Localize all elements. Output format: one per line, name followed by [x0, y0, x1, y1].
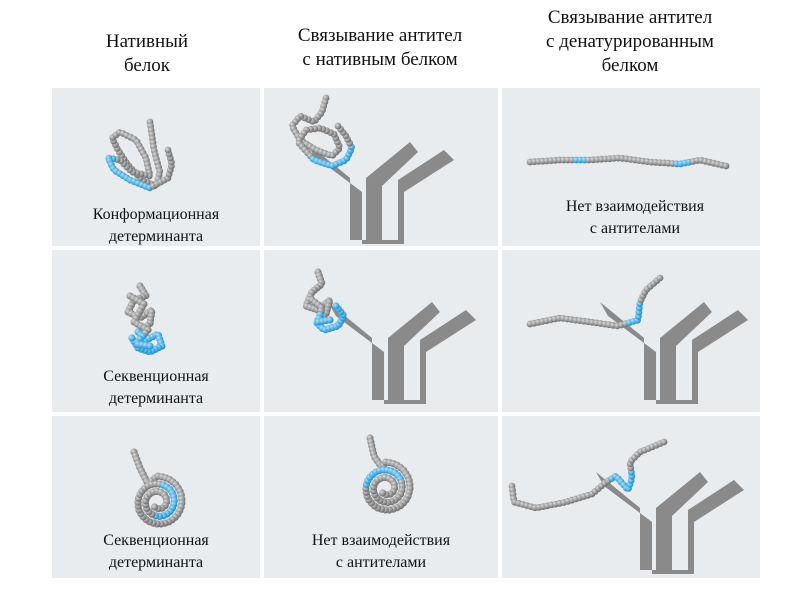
row1-denatured-label: Нет взаимодействия с антителами — [510, 196, 760, 240]
antibody-icon — [600, 302, 748, 404]
row3-binding-native-label: Нет взаимодействия с антителами — [264, 530, 498, 574]
row2-native-label-line1: Секвенционная — [103, 368, 209, 385]
cell-r2-native — [52, 250, 260, 412]
protein-chain-icon — [526, 274, 664, 330]
row2-native-label-line2: детерминанта — [108, 390, 204, 407]
chain-bead — [722, 162, 730, 170]
protein-chain-icon — [508, 438, 668, 512]
chain-bead — [151, 503, 159, 511]
protein-chain-icon — [105, 118, 175, 192]
row3-native-label: Секвенционная детерминанта — [52, 530, 260, 574]
antibody-icon — [306, 142, 454, 244]
protein-chain-icon — [362, 434, 414, 514]
header-native-line1: Нативный — [105, 31, 189, 52]
epitope-bead — [326, 316, 334, 324]
epitope-bead — [332, 302, 340, 310]
row1-native-label-line2: детерминанта — [108, 228, 204, 245]
protein-chain-icon — [126, 292, 154, 350]
protein-chain-icon — [130, 448, 186, 528]
header-binding-denatured-line2: с денатурированным — [546, 31, 714, 52]
row1-native-label: Конформационная детерминанта — [52, 204, 260, 248]
row1-denatured-label-line1: Нет взаимодействия — [565, 198, 705, 215]
header-native-line2: белок — [123, 55, 171, 76]
chain-bead — [656, 274, 664, 282]
protein-chain-icon — [308, 296, 334, 326]
chain-bead — [660, 438, 668, 446]
chain-bead — [379, 489, 387, 497]
row1-denatured-label-line2: с антителами — [589, 220, 681, 237]
header-binding-native-line1: Связывание антител — [297, 25, 463, 46]
header-binding-native-line2: с нативным белком — [302, 49, 458, 70]
cell-r3-native — [52, 416, 260, 578]
row3-native-label-line2: детерминанта — [108, 554, 204, 571]
antibody-icon — [596, 472, 744, 574]
chain-bead — [334, 122, 342, 130]
header-binding-native: Связывание антител с нативным белком — [260, 24, 500, 72]
antibody-icon — [328, 302, 476, 404]
row3-binding-native-label-line2: с антителами — [335, 554, 427, 571]
protein-chain-icon — [526, 154, 730, 170]
chain-bead — [164, 146, 172, 154]
epitope-bead — [146, 342, 154, 350]
epitope-bead — [128, 334, 136, 342]
header-native-protein: Нативный белок — [52, 30, 242, 78]
row3-native-label-line1: Секвенционная — [103, 532, 209, 549]
header-binding-denatured-line3: белком — [601, 55, 659, 76]
header-binding-denatured: Связывание антител с денатурированным бе… — [500, 6, 760, 78]
row3-binding-native-label-line1: Нет взаимодействия — [311, 532, 451, 549]
protein-chain-icon — [289, 94, 355, 170]
row2-native-label: Секвенционная детерминанта — [52, 366, 260, 410]
header-binding-denatured-line1: Связывание антител — [547, 7, 713, 28]
row1-native-label-line1: Конформационная — [92, 206, 220, 223]
